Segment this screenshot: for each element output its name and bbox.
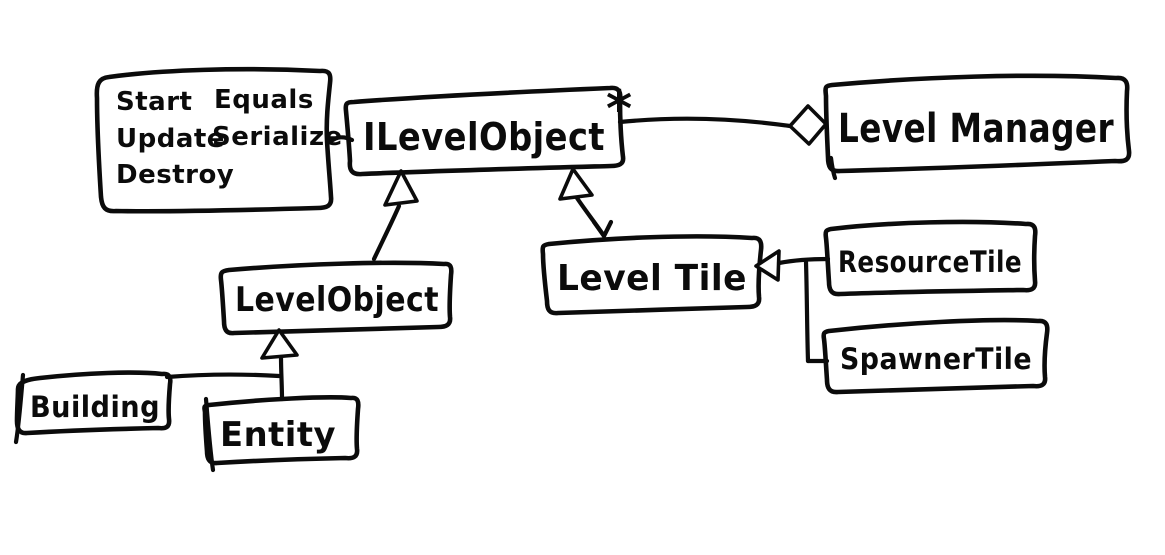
- ilevelobject-label: ILevelObject: [363, 115, 605, 159]
- spawnertile-label: SpawnerTile: [840, 342, 1032, 376]
- entity-box: [202, 395, 361, 466]
- inheritance-arrow-leveltile-icon: [558, 167, 594, 201]
- inheritance-arrow-tiles-icon: [754, 249, 781, 282]
- resourcetile-to-leveltile-line: [776, 256, 831, 266]
- levelmanager-box: [823, 73, 1132, 174]
- levelobject-box: [218, 260, 454, 336]
- tiles-junction-vertical-line: [803, 259, 811, 364]
- multiplicity-star-label: *: [606, 80, 633, 138]
- entity-label: Entity: [220, 415, 336, 455]
- leveltile-label: Level Tile: [557, 258, 747, 299]
- aggregation-diamond-icon: [788, 104, 828, 146]
- note-method-update: Update: [116, 124, 225, 154]
- levelobject-to-ilevelobject-line: [371, 203, 402, 262]
- methods-note-box: [94, 66, 334, 214]
- building-box: [14, 370, 173, 436]
- building-label: Building: [30, 390, 160, 424]
- leveltile-line-bottom-barb: [591, 219, 614, 239]
- entity-box-pen-tail: [203, 396, 216, 473]
- note-method-serialize: Serialize: [212, 122, 343, 152]
- building-box-pen-tail: [13, 372, 26, 445]
- inheritance-arrow-levelobject-icon: [383, 169, 419, 207]
- levelmanager-label: Level Manager: [838, 106, 1114, 152]
- leveltile-box: [540, 234, 764, 316]
- ilevelobject-box: [343, 85, 626, 177]
- entity-to-levelobject-line: [278, 354, 285, 402]
- note-to-ilevelobject-connector: [327, 135, 355, 145]
- note-method-start: Start: [116, 87, 192, 117]
- levelobject-label: LevelObject: [235, 280, 439, 320]
- levelmanager-box-pen-tail: [828, 155, 838, 181]
- note-method-destroy: Destroy: [116, 160, 234, 190]
- resourcetile-label: ResourceTile: [838, 245, 1022, 279]
- ilevelobject-to-levelmanager-line: [617, 116, 793, 129]
- note-method-equals: Equals: [214, 85, 314, 115]
- building-to-junction-line: [164, 372, 282, 380]
